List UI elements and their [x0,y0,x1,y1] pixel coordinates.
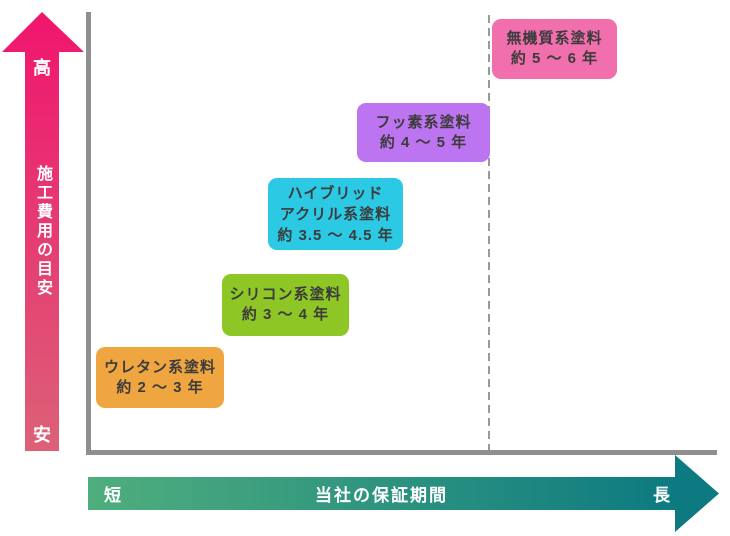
box-label: シリコン系塗料 [229,286,342,303]
box-years: 約 3.5 ～ 4.5 年 [277,226,394,244]
box-label: ハイブリッド [287,184,384,202]
y-axis-high-label: 高 [33,58,51,78]
box-urethane-paint: ウレタン系塗料 約 2 ～ 3 年 [96,347,224,408]
warranty-axis-bar [88,477,675,510]
y-axis-low-label: 安 [33,425,51,445]
box-fluorine-paint: フッ素系塗料 約 4 ～ 5 年 [357,103,490,162]
box-label-2: アクリル系塗料 [279,205,392,223]
x-axis-line [86,450,717,455]
box-label: フッ素系塗料 [375,113,472,131]
box-hybrid-acrylic-paint: ハイブリッド アクリル系塗料 約 3.5 ～ 4.5 年 [268,178,403,250]
box-label: ウレタン系塗料 [103,358,216,376]
box-years: 約 2 ～ 3 年 [116,378,204,396]
box-years: 約 3 ～ 4 年 [241,306,330,323]
cost-axis-arrow [2,12,84,451]
y-axis-line [86,12,91,455]
x-axis-long-label: 長 [653,486,670,505]
box-label: 無機質系塗料 [506,30,603,47]
x-axis-short-label: 短 [104,486,121,505]
x-axis-labels: 短 当社の保証期間 長 [88,477,675,510]
warranty-axis-arrowhead [675,455,719,532]
box-inorganic-paint: 無機質系塗料 約 5 ～ 6 年 [492,19,617,79]
x-axis-title: 当社の保証期間 [315,486,448,505]
box-years: 約 5 ～ 6 年 [510,50,599,67]
box-silicone-paint: シリコン系塗料 約 3 ～ 4 年 [222,274,349,336]
box-years: 約 4 ～ 5 年 [379,133,468,151]
y-axis-title: 施工費用の目安 [34,164,51,298]
